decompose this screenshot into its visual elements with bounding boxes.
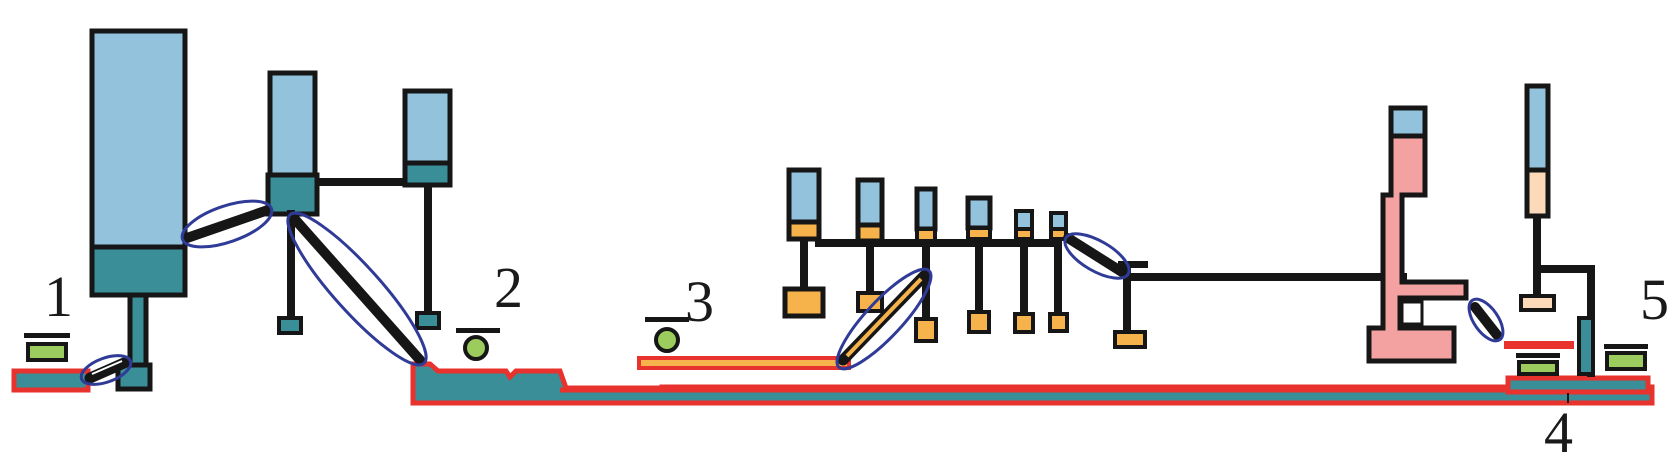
ellipse-1 [79,354,133,386]
tank-medium-left [265,70,320,335]
highlight-ellipses [79,199,1505,386]
connector-bar [315,178,407,186]
ellipse-3 [286,211,428,367]
column-pink [1366,105,1469,364]
label-5: 5 [1640,267,1669,332]
chute-2 [182,205,273,243]
bin-row [782,167,1069,343]
feeder-5 [1604,344,1648,371]
base-strip-main [410,361,1655,406]
ellipse-6 [1467,297,1505,343]
feeder-3 [645,317,689,353]
ellipse-2 [180,199,274,249]
label-2: 2 [494,255,523,320]
red-plate [1504,341,1574,349]
long-beam [1131,273,1407,281]
base-strip-right [1505,375,1651,395]
tank-large [89,28,188,392]
ellipse-4 [835,267,933,371]
feeder-2 [456,328,500,361]
feeder-4 [1516,353,1560,376]
tank-tall-right [1519,83,1595,377]
chute-5 [1063,233,1127,277]
chute-1 [84,357,130,384]
chute-6 [1470,302,1502,340]
tank-medium-right [402,88,453,330]
conveyor-3 [637,356,851,370]
ellipse-5 [1063,232,1131,280]
label-3: 3 [685,269,714,334]
feeder-1 [24,333,70,362]
chute-3 [287,211,425,365]
label-4: 4 [1544,400,1573,465]
pillar-t [1113,261,1148,349]
base-strip-left [11,368,91,393]
label-1: 1 [44,264,73,329]
chute-4 [837,270,930,366]
